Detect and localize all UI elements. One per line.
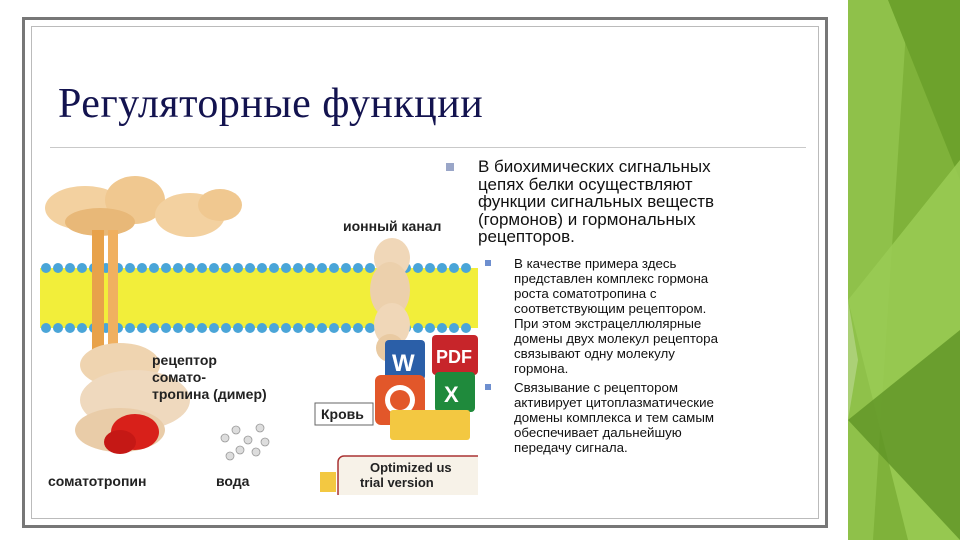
ion-channel-label: ионный канал [343,218,441,234]
svg-text:Optimized us: Optimized us [370,460,452,475]
svg-text:W: W [392,350,415,377]
main-bullet-line: цепях белки осуществляют [478,174,693,194]
main-bullet-line: В биохимических сигнальных [478,157,711,176]
decorative-green-band [848,0,960,540]
main-bullet-line: функции сигнальных веществ [478,192,715,211]
sub-bullet-line: домены двух молекул рецептора [514,330,718,346]
ion-channel [370,238,410,362]
sub-bullet-line: связывают одну молекулу [514,345,675,361]
sub-bullet-marker-icon [485,259,491,266]
sub-bullet-line: передачу сигнала. [514,439,628,455]
main-bullet-line: рецепторов. [478,227,575,246]
sub-bullet: Связывание с рецептором активирует цитоп… [478,380,802,455]
blood-label-box [314,402,374,426]
receptor-dimer [45,176,242,454]
sub-bullet-marker-icon [485,383,491,390]
sub-bullet-line: домены комплекса и тем самым [514,409,715,425]
svg-text:PDF: PDF [436,347,472,367]
sub-bullet-line: обеспечивает дальнейшую [514,424,682,440]
slide-title: Регуляторные функции [58,81,484,127]
sub-bullet: В качестве примера здесь представлен ком… [478,256,802,376]
receptor-label-line1: рецептор [152,352,217,368]
receptor-label-line3: тропина (димер) [152,386,267,402]
title-divider [50,147,806,148]
svg-text:trial version: trial version [360,475,434,490]
bullet-marker-icon [446,163,454,171]
sub-bullet-line: представлен комплекс гормона [514,270,709,286]
sub-bullet-line: активирует цитоплазматические [514,394,714,410]
sub-bullet-line: В качестве примера здесь [514,255,677,271]
bullet-text-area: В биохимических сигнальных цепях белки о… [442,158,802,455]
cell-membrane [40,263,478,333]
main-bullet: В биохимических сигнальных цепях белки о… [442,158,802,246]
sub-bullet-line: соответствующим рецептором. [514,300,707,316]
main-bullet-line: (гормонов) и гормональных [478,209,696,229]
receptor-label-line2: сомато- [152,369,206,385]
slide-inner-border [31,26,819,519]
sub-bullet-line: При этом экстрацеллюлярные [514,315,702,331]
trial-watermark: Optimized us trial version [320,455,478,495]
sub-bullet-line: Связывание с рецептором [514,379,679,395]
office-icons: W PDF X [375,335,478,440]
water-label: вода [216,473,250,489]
blood-label: Кровь [321,406,364,422]
sub-bullet-line: роста соматотропина с [514,285,657,301]
receptor-illustration: W PDF X Optimized us trial version ионны… [40,160,478,495]
svg-text:X: X [444,382,459,407]
water-molecules [220,423,270,461]
sub-bullet-line: гормона. [514,360,569,376]
somatotropin-label: соматотропин [48,473,146,489]
